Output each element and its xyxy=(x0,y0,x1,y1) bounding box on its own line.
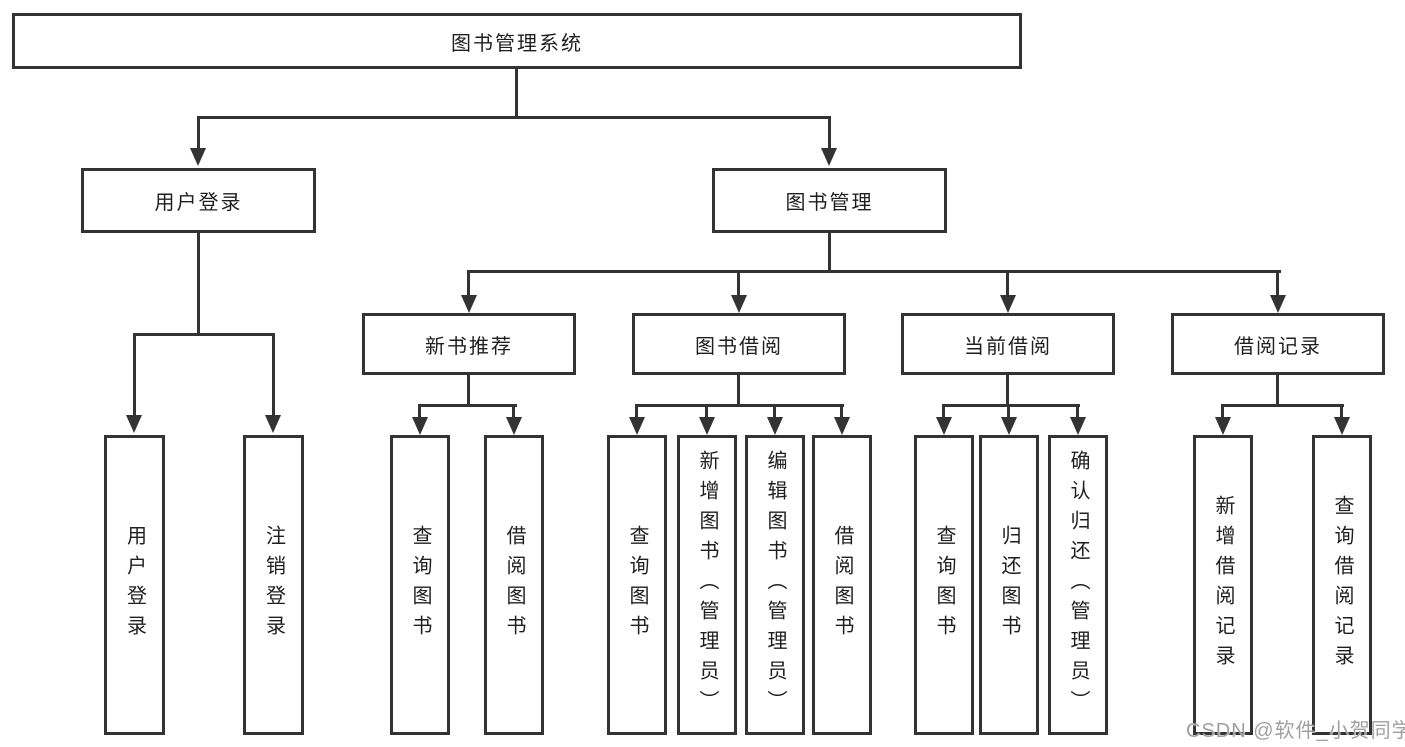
connector-line xyxy=(705,404,708,419)
connector-line xyxy=(1076,404,1079,419)
connector-line xyxy=(828,116,831,150)
leaf-query-borrow-record: 查询借阅记录 xyxy=(1312,435,1372,735)
connector-line xyxy=(197,116,200,150)
leaf-add-borrow-record: 新增借阅记录 xyxy=(1193,435,1253,735)
leaf-borrow-books-recommend: 借阅图书 xyxy=(484,435,544,735)
connector-arrowhead xyxy=(1334,417,1350,435)
connector-line xyxy=(467,375,470,407)
leaf-user-login: 用户登录 xyxy=(104,435,165,735)
connector-arrowhead xyxy=(1070,417,1086,435)
connector-arrowhead xyxy=(936,417,952,435)
connector-arrowhead xyxy=(506,417,522,435)
connector-arrowhead xyxy=(190,148,206,166)
connector-arrowhead xyxy=(1001,417,1017,435)
leaf-add-books-admin: 新增图书（管理员） xyxy=(677,435,737,735)
leaf-query-books-recommend: 查询图书 xyxy=(390,435,450,735)
connector-line xyxy=(635,404,844,407)
connector-line xyxy=(1276,270,1279,297)
leaf-query-books-current: 查询图书 xyxy=(914,435,974,735)
connector-arrowhead xyxy=(767,417,783,435)
connector-line xyxy=(272,333,275,417)
node-user-login: 用户登录 xyxy=(81,168,316,233)
leaf-edit-books-admin: 编辑图书（管理员） xyxy=(745,435,805,735)
node-new-book-recommendation: 新书推荐 xyxy=(362,313,576,375)
node-book-borrowing: 图书借阅 xyxy=(632,313,846,375)
leaf-confirm-return-admin: 确认归还（管理员） xyxy=(1048,435,1108,735)
connector-line xyxy=(512,404,515,419)
connector-line xyxy=(840,404,843,419)
connector-arrowhead xyxy=(1215,417,1231,435)
connector-line xyxy=(467,270,470,297)
connector-line xyxy=(1007,404,1010,419)
node-current-borrowing: 当前借阅 xyxy=(901,313,1115,375)
connector-line xyxy=(942,404,945,419)
connector-line xyxy=(1006,270,1009,297)
connector-line xyxy=(133,333,136,417)
connector-arrowhead xyxy=(265,415,281,433)
connector-line xyxy=(197,116,831,119)
connector-arrowhead xyxy=(412,417,428,435)
connector-line xyxy=(467,270,1281,273)
node-library-management-system: 图书管理系统 xyxy=(12,13,1022,69)
leaf-query-books-borrow: 查询图书 xyxy=(607,435,667,735)
connector-arrowhead xyxy=(699,417,715,435)
connector-line xyxy=(1276,375,1279,407)
connector-line xyxy=(1006,375,1009,407)
connector-line xyxy=(942,404,1080,407)
connector-line xyxy=(418,404,517,407)
connector-arrowhead xyxy=(731,295,747,313)
connector-arrowhead xyxy=(126,415,142,433)
connector-line xyxy=(1221,404,1344,407)
connector-arrowhead xyxy=(1000,295,1016,313)
csdn-watermark: CSDN @软件_小贺同学 xyxy=(1186,720,1405,742)
connector-line xyxy=(1221,404,1224,419)
leaf-logout: 注销登录 xyxy=(243,435,304,735)
connector-line xyxy=(828,233,831,273)
connector-arrowhead xyxy=(821,148,837,166)
connector-line xyxy=(418,404,421,419)
node-borrowing-records: 借阅记录 xyxy=(1171,313,1385,375)
connector-arrowhead xyxy=(1270,295,1286,313)
connector-arrowhead xyxy=(461,295,477,313)
connector-line xyxy=(773,404,776,419)
connector-line xyxy=(737,270,740,297)
connector-line xyxy=(635,404,638,419)
connector-line xyxy=(737,375,740,407)
leaf-return-books: 归还图书 xyxy=(979,435,1039,735)
connector-line xyxy=(197,233,200,336)
leaf-borrow-books: 借阅图书 xyxy=(812,435,872,735)
connector-arrowhead xyxy=(629,417,645,435)
node-book-management: 图书管理 xyxy=(712,168,947,233)
connector-line xyxy=(1340,404,1343,419)
connector-line xyxy=(133,333,275,336)
connector-line xyxy=(515,69,518,118)
connector-arrowhead xyxy=(834,417,850,435)
